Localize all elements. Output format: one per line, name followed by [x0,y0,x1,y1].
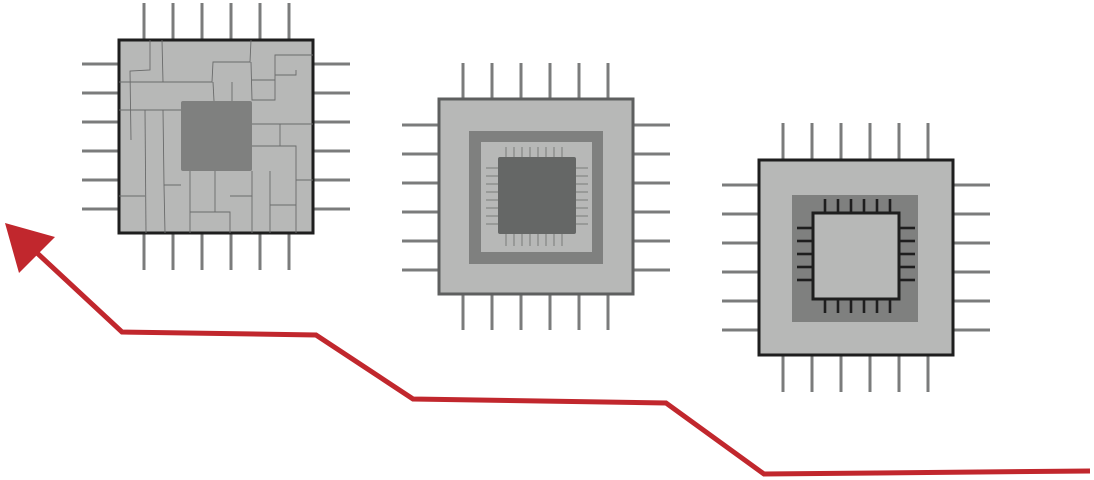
chip-3-pins [722,123,990,392]
chip-1-core [181,101,252,171]
chip-2-pins [402,63,670,330]
arrowhead-icon [5,223,55,273]
chip-2-micro-pins [486,147,588,246]
chip-3-inner-chip-pins [797,199,915,313]
trend-arrow-line [34,250,1091,477]
trend-arrow [5,223,1091,477]
chip-3 [722,123,990,392]
chip-3-inner-chip [811,211,901,301]
chip-1-die-cracks [119,39,313,234]
chip-2 [402,63,670,330]
chip-1 [82,3,350,270]
chip-1-pins [82,3,350,270]
chip-2-core [498,157,576,234]
